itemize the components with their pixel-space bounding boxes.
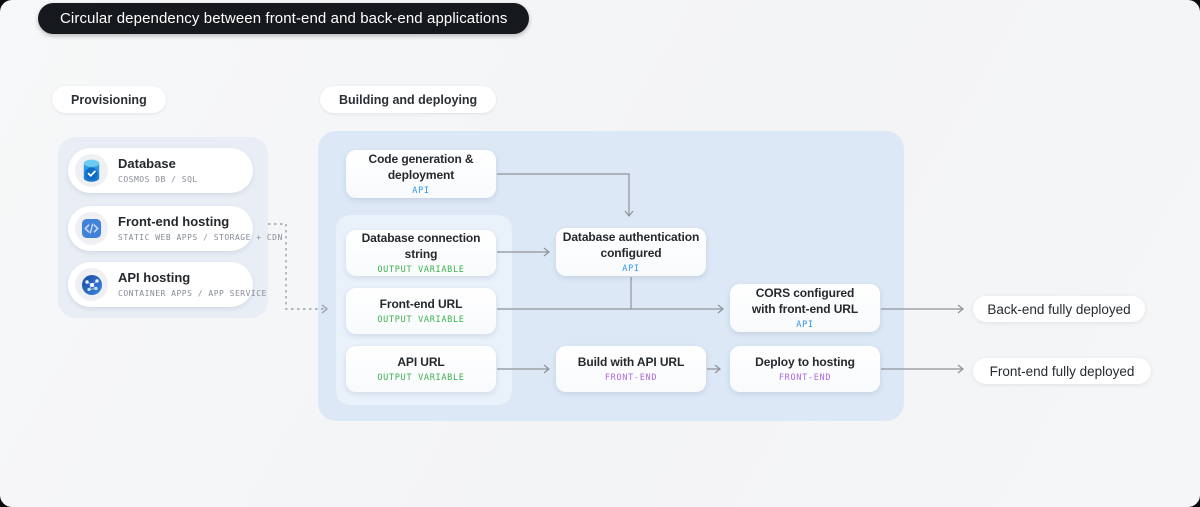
flow-card-tag: FRONT-END — [604, 372, 658, 383]
arrowhead — [957, 364, 964, 374]
flow-card-title: Build with API URL — [577, 355, 685, 370]
card-subtitle: STATIC WEB APPS / STORAGE + CDN — [118, 232, 283, 242]
provisioning-card-frontend-hosting: Front-end hosting STATIC WEB APPS / STOR… — [68, 206, 282, 251]
result-text: Back-end fully deployed — [987, 301, 1131, 317]
flow-card-db-connection-string: Database connection string OUTPUT VARIAB… — [346, 230, 496, 276]
flow-card-title: API URL — [397, 355, 445, 370]
flow-card-deploy-to-hosting: Deploy to hosting FRONT-END — [730, 346, 880, 392]
section-label-text: Provisioning — [71, 92, 147, 107]
section-label-building: Building and deploying — [320, 86, 497, 113]
flow-card-title: Code generation & deployment — [368, 152, 474, 182]
flow-card-tag: OUTPUT VARIABLE — [377, 314, 465, 325]
diagram-title-text: Circular dependency between front-end an… — [60, 10, 508, 27]
card-subtitle: COSMOS DB / SQL — [118, 174, 198, 184]
card-title: API hosting — [118, 270, 191, 286]
flow-card-cors-configured: CORS configured with front-end URL API — [730, 284, 880, 332]
arrowhead — [957, 304, 964, 314]
flow-card-db-authentication: Database authentication configured API — [556, 228, 706, 276]
flow-card-tag: OUTPUT VARIABLE — [377, 264, 465, 275]
diagram-title: Circular dependency between front-end an… — [38, 3, 530, 34]
flow-card-title: Database connection string — [361, 231, 481, 261]
flow-card-tag: OUTPUT VARIABLE — [377, 372, 465, 383]
flow-card-title: Deploy to hosting — [755, 355, 855, 370]
code-icon — [75, 212, 108, 245]
flow-card-title: CORS configured with front-end URL — [751, 286, 859, 316]
section-label-provisioning: Provisioning — [52, 86, 166, 113]
globe-network-icon — [75, 268, 108, 301]
flow-card-code-generation: Code generation & deployment API — [346, 150, 496, 198]
result-frontend-deployed: Front-end fully deployed — [973, 358, 1151, 384]
flow-card-tag: API — [412, 185, 430, 196]
flow-card-api-url: API URL OUTPUT VARIABLE — [346, 346, 496, 392]
provisioning-card-database: Database COSMOS DB / SQL — [68, 148, 253, 193]
result-text: Front-end fully deployed — [989, 363, 1135, 379]
result-backend-deployed: Back-end fully deployed — [973, 296, 1145, 322]
flow-card-tag: FRONT-END — [778, 372, 832, 383]
flow-card-frontend-url: Front-end URL OUTPUT VARIABLE — [346, 288, 496, 334]
card-subtitle: CONTAINER APPS / APP SERVICE — [118, 288, 267, 298]
flow-card-title: Front-end URL — [379, 297, 463, 312]
flow-card-build-with-api-url: Build with API URL FRONT-END — [556, 346, 706, 392]
provisioning-card-api-hosting: API hosting CONTAINER APPS / APP SERVICE — [68, 262, 266, 307]
flow-card-tag: API — [622, 263, 640, 274]
database-icon — [75, 154, 108, 187]
card-title: Database — [118, 156, 176, 172]
section-label-text: Building and deploying — [339, 92, 478, 107]
flow-card-title: Database authentication configured — [562, 230, 700, 260]
flow-card-tag: API — [796, 319, 814, 330]
card-title: Front-end hosting — [118, 214, 230, 230]
